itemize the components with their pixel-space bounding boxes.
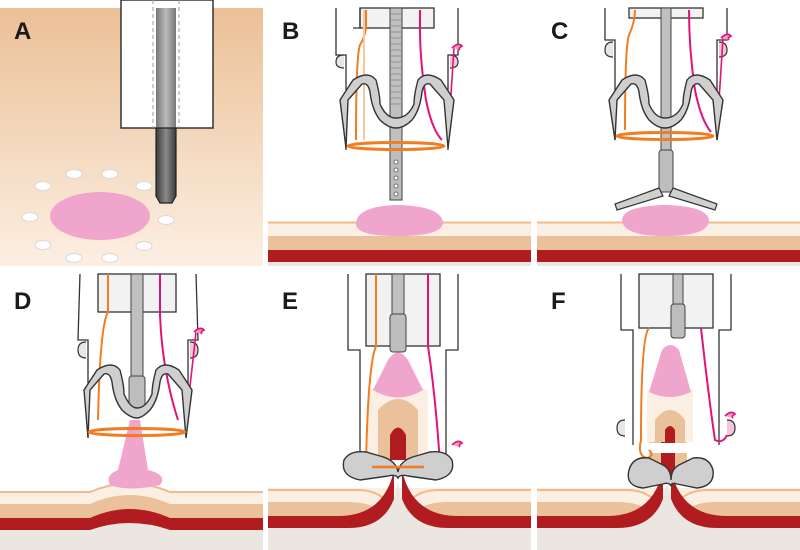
- panel-label-a: A: [14, 18, 32, 45]
- tissue-layers: [268, 470, 531, 550]
- orange-thread: [97, 274, 109, 421]
- magenta-thread: [688, 9, 712, 133]
- panel-label-c: C: [551, 18, 569, 45]
- lesion: [356, 205, 443, 236]
- magenta-thread: [159, 274, 179, 421]
- screw-thread: [391, 13, 401, 105]
- lesion: [622, 205, 709, 236]
- clip-deployed: [627, 457, 714, 489]
- lesion-pulled: [373, 352, 423, 398]
- magenta-thread: [419, 10, 443, 141]
- orange-thread: [624, 9, 636, 131]
- panel-d-illustration: [0, 273, 263, 550]
- panel-d: D: [0, 270, 263, 550]
- snare-loop: [346, 141, 446, 151]
- forceps-shaft: [660, 7, 672, 151]
- panel-label-f: F: [551, 288, 566, 315]
- panel-f: F: [537, 270, 800, 550]
- lesion: [50, 192, 150, 240]
- panel-b-illustration: [268, 7, 531, 266]
- orange-thread: [355, 10, 367, 141]
- anchor-screw-shaft: [130, 273, 144, 377]
- clip-latch-left: [616, 419, 626, 437]
- magenta-thread: [700, 327, 728, 443]
- panel-label-b: B: [282, 18, 300, 45]
- panel-f-illustration: [537, 273, 800, 550]
- panel-e: E: [268, 270, 531, 550]
- clip-latch-left: [604, 41, 614, 58]
- panel-a: A: [0, 0, 263, 266]
- clip: [339, 74, 455, 149]
- snare-loop: [615, 131, 715, 141]
- tissue-layers: [537, 470, 800, 550]
- lesion-pulled: [649, 345, 691, 397]
- orange-thread: [638, 327, 653, 460]
- clip-latch-right: [726, 419, 736, 437]
- clip: [608, 74, 724, 141]
- panel-b: B: [268, 0, 531, 266]
- panel-c-illustration: [537, 7, 800, 266]
- panel-c: C: [537, 0, 800, 266]
- anchor-screw-shaft: [672, 273, 684, 305]
- tissue-layers: [0, 482, 263, 550]
- cut-line: [631, 443, 715, 453]
- snare-loop: [87, 427, 187, 437]
- panel-label-e: E: [282, 288, 299, 315]
- clip-latch-left: [335, 54, 345, 69]
- clip: [83, 364, 193, 439]
- lesion-pulled: [108, 420, 163, 489]
- magenta-thread: [427, 274, 441, 466]
- forceps-jaw-right: [668, 187, 718, 211]
- panel-label-d: D: [14, 288, 32, 315]
- orange-thread: [365, 274, 377, 466]
- forceps-jaw-left: [614, 187, 664, 211]
- panel-a-illustration: [0, 0, 263, 266]
- electrode-tip: [155, 127, 177, 204]
- clip-latch-left: [77, 341, 87, 359]
- panel-e-illustration: [268, 273, 531, 550]
- clip-closed: [342, 450, 454, 481]
- marking-dots: [21, 169, 175, 263]
- screw-tip-threads: [393, 159, 399, 197]
- sheath: [156, 8, 176, 128]
